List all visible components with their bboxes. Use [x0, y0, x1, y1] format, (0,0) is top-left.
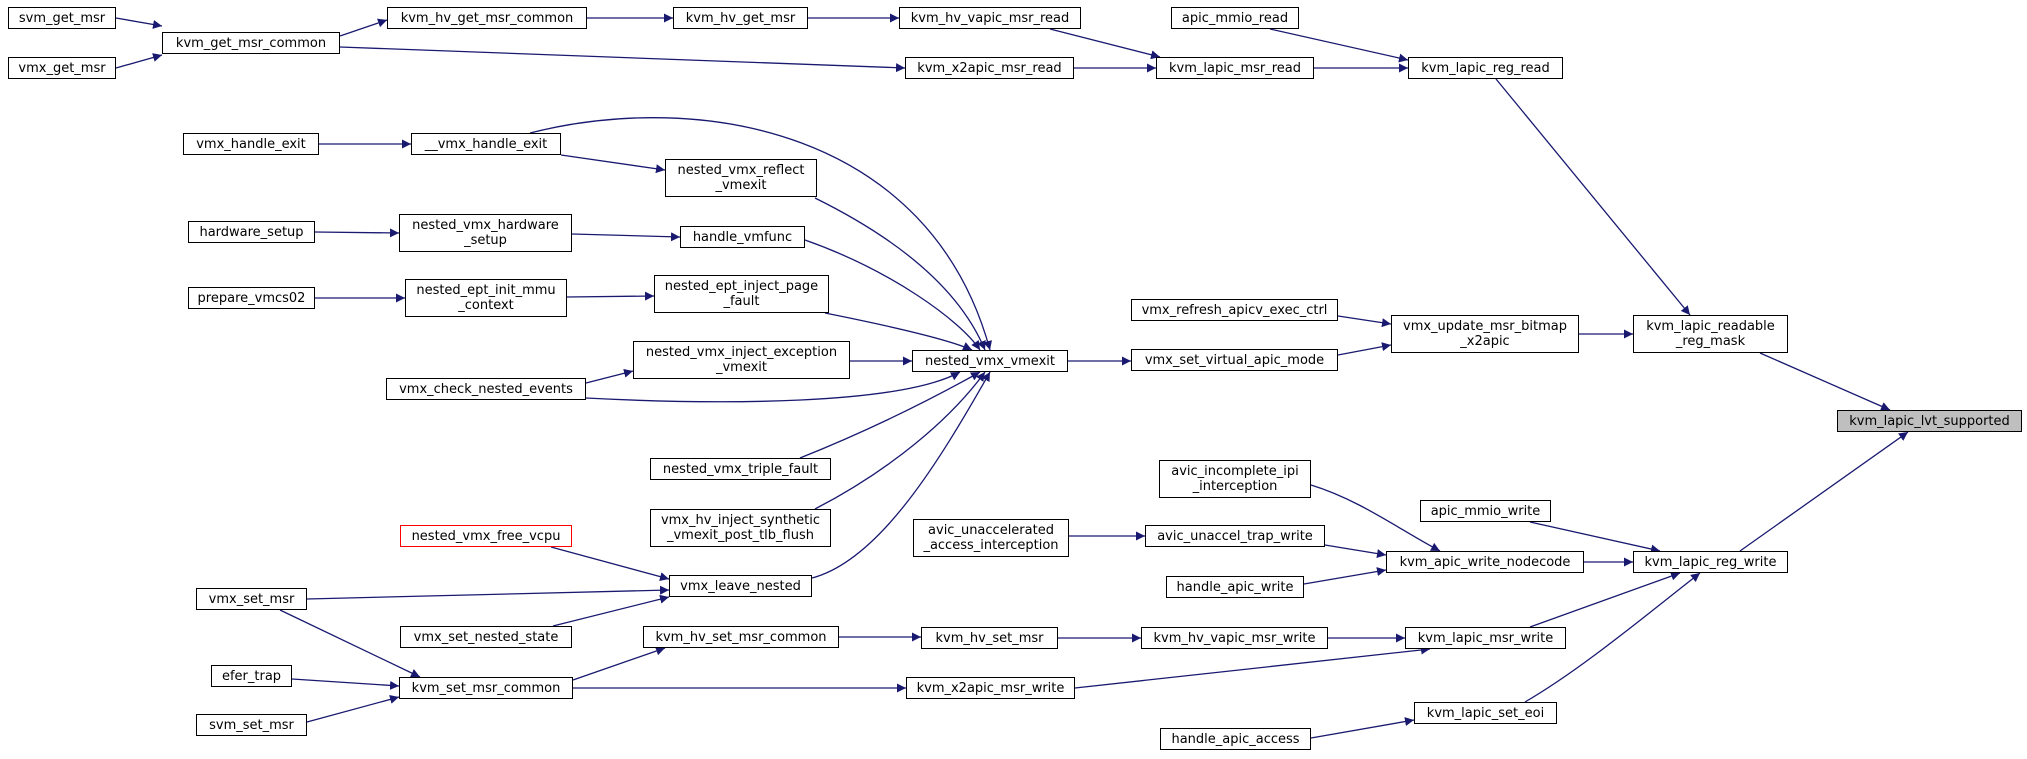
node-kvm-lapic-reg-read[interactable]: kvm_lapic_reg_read [1408, 57, 1563, 79]
node-vmx-check-nested-events[interactable]: vmx_check_nested_events [386, 378, 586, 400]
node-svm-get-msr[interactable]: svm_get_msr [8, 7, 116, 29]
edge-vmx-check-nested-events-inject [585, 368, 634, 384]
edge-nested-vmx-hardware-setup [571, 232, 681, 242]
edge-handle-vmfunc [804, 239, 981, 351]
edge-nested-vmx-triple-fault [799, 371, 981, 459]
node---vmx-handle-exit[interactable]: __vmx_handle_exit [411, 133, 561, 155]
node-kvm-hv-set-msr-common[interactable]: kvm_hv_set_msr_common [643, 626, 839, 648]
node-kvm-hv-get-msr-common[interactable]: kvm_hv_get_msr_common [387, 7, 587, 29]
edge-svm-set-msr [306, 695, 400, 723]
node-vmx-handle-exit[interactable]: vmx_handle_exit [183, 133, 319, 155]
edge-avic-incomplete-ipi-interception [1310, 484, 1441, 552]
node-nested-ept-init-mmu-context[interactable]: nested_ept_init_mmu _context [405, 279, 567, 317]
edge-kvm-x2apic-msr-write [1074, 645, 1431, 689]
node-avic-incomplete-ipi-interception[interactable]: avic_incomplete_ipi _interception [1159, 460, 1311, 498]
edge-nested-vmx-free-vcpu [550, 546, 670, 581]
node-apic-mmio-read[interactable]: apic_mmio_read [1171, 7, 1299, 29]
node-kvm-x2apic-msr-read[interactable]: kvm_x2apic_msr_read [905, 57, 1074, 79]
edge-vmx-set-nested-state [552, 594, 670, 627]
edge---vmx-handle-exit-reflect [560, 154, 666, 174]
node-kvm-lapic-set-eoi[interactable]: kvm_lapic_set_eoi [1414, 702, 1557, 724]
node-kvm-lapic-readable-reg-mask[interactable]: kvm_lapic_readable _reg_mask [1633, 315, 1788, 353]
node-kvm-lapic-msr-write[interactable]: kvm_lapic_msr_write [1405, 627, 1566, 649]
node-handle-apic-write[interactable]: handle_apic_write [1166, 576, 1304, 598]
edge-vmx-set-virtual-apic-mode [1337, 342, 1392, 356]
node-nested-ept-inject-page-fault[interactable]: nested_ept_inject_page _fault [654, 275, 829, 313]
edge-apic-mmio-read [1269, 28, 1409, 63]
node-nested-vmx-inject-exception-vmexit[interactable]: nested_vmx_inject_exception _vmexit [633, 341, 850, 379]
edge-apic-mmio-write [1529, 521, 1661, 554]
node-kvm-set-msr-common[interactable]: kvm_set_msr_common [399, 677, 573, 699]
node-kvm-x2apic-msr-write[interactable]: kvm_x2apic_msr_write [906, 677, 1075, 699]
edge-vmx-hv-inject-synthetic [814, 371, 986, 510]
node-hardware-setup[interactable]: hardware_setup [188, 221, 315, 243]
edge-kvm-lapic-set-eoi [1524, 572, 1701, 703]
node-kvm-hv-vapic-msr-write[interactable]: kvm_hv_vapic_msr_write [1141, 627, 1328, 649]
edge-nested-vmx-reflect-vmexit [814, 197, 986, 351]
edge-nested-ept-inject-page-fault [824, 312, 973, 351]
edge-avic-unaccel-trap-write [1324, 544, 1387, 558]
edge-vmx-set-msr-common [279, 609, 421, 678]
node-svm-set-msr[interactable]: svm_set_msr [196, 714, 307, 736]
edge-vmx-leave-nested-vmexit [811, 371, 991, 579]
node-handle-apic-access[interactable]: handle_apic_access [1160, 728, 1311, 750]
edge-kvm-get-msr-common-hv [339, 18, 388, 37]
edge-kvm-set-msr-common-hv [572, 646, 666, 681]
edge-vmx-check-nested-events-vmexit [585, 371, 961, 403]
edge-svm-get-msr [115, 17, 163, 29]
node-vmx-set-nested-state[interactable]: vmx_set_nested_state [400, 626, 572, 648]
edge-handle-apic-access [1310, 717, 1415, 739]
node-vmx-set-virtual-apic-mode[interactable]: vmx_set_virtual_apic_mode [1131, 349, 1338, 371]
edge-vmx-set-msr-leave [306, 585, 670, 600]
node-vmx-set-msr[interactable]: vmx_set_msr [196, 588, 307, 610]
edge-efer-trap [291, 678, 400, 690]
edge-kvm-get-msr-common-x2apic [339, 46, 906, 73]
edge-kvm-lapic-msr-write [1529, 571, 1681, 628]
edge-vmx-get-msr [115, 53, 163, 69]
node-avic-unaccelerated-access-interception[interactable]: avic_unaccelerated _access_interception [913, 519, 1069, 557]
node-avic-unaccel-trap-write[interactable]: avic_unaccel_trap_write [1145, 525, 1325, 547]
node-kvm-lapic-lvt-supported[interactable]: kvm_lapic_lvt_supported [1837, 410, 2022, 432]
edge-handle-apic-write [1303, 567, 1387, 585]
node-efer-trap[interactable]: efer_trap [211, 665, 292, 687]
edge-hardware-setup [314, 228, 400, 238]
node-nested-vmx-reflect-vmexit[interactable]: nested_vmx_reflect _vmexit [665, 159, 817, 197]
node-kvm-get-msr-common[interactable]: kvm_get_msr_common [162, 32, 340, 54]
node-vmx-leave-nested[interactable]: vmx_leave_nested [669, 575, 812, 597]
node-kvm-hv-set-msr[interactable]: kvm_hv_set_msr [921, 627, 1058, 649]
node-nested-vmx-vmexit[interactable]: nested_vmx_vmexit [912, 350, 1068, 372]
node-kvm-hv-get-msr[interactable]: kvm_hv_get_msr [673, 7, 808, 29]
node-nested-vmx-hardware-setup[interactable]: nested_vmx_hardware _setup [399, 214, 572, 252]
node-vmx-get-msr[interactable]: vmx_get_msr [8, 57, 116, 79]
node-nested-vmx-free-vcpu[interactable]: nested_vmx_free_vcpu [400, 525, 572, 547]
edge-nested-ept-init-mmu-context [566, 291, 655, 301]
node-kvm-apic-write-nodecode[interactable]: kvm_apic_write_nodecode [1386, 551, 1584, 573]
node-vmx-update-msr-bitmap-x2apic[interactable]: vmx_update_msr_bitmap _x2apic [1391, 315, 1579, 353]
node-vmx-hv-inject-synthetic-vmexit-post-tlb-flush[interactable]: vmx_hv_inject_synthetic _vmexit_post_tlb… [650, 509, 831, 547]
edge-kvm-lapic-reg-write-lvt [1739, 431, 1909, 552]
node-nested-vmx-triple-fault[interactable]: nested_vmx_triple_fault [650, 458, 831, 480]
edge-kvm-lapic-readable-reg-mask [1759, 352, 1891, 411]
node-apic-mmio-write[interactable]: apic_mmio_write [1420, 500, 1551, 522]
node-kvm-lapic-reg-write[interactable]: kvm_lapic_reg_write [1633, 551, 1788, 573]
node-prepare-vmcs02[interactable]: prepare_vmcs02 [188, 287, 315, 309]
edge-vmx-refresh-apicv-exec-ctrl [1337, 315, 1392, 328]
node-vmx-refresh-apicv-exec-ctrl[interactable]: vmx_refresh_apicv_exec_ctrl [1131, 299, 1338, 321]
node-handle-vmfunc[interactable]: handle_vmfunc [680, 226, 805, 248]
edge---vmx-handle-exit-vmexit [529, 117, 992, 351]
edge-kvm-lapic-reg-read [1495, 78, 1691, 316]
node-kvm-lapic-msr-read[interactable]: kvm_lapic_msr_read [1156, 57, 1314, 79]
edge-kvm-hv-vapic-msr-read [1049, 28, 1161, 60]
node-kvm-hv-vapic-msr-read[interactable]: kvm_hv_vapic_msr_read [899, 7, 1081, 29]
